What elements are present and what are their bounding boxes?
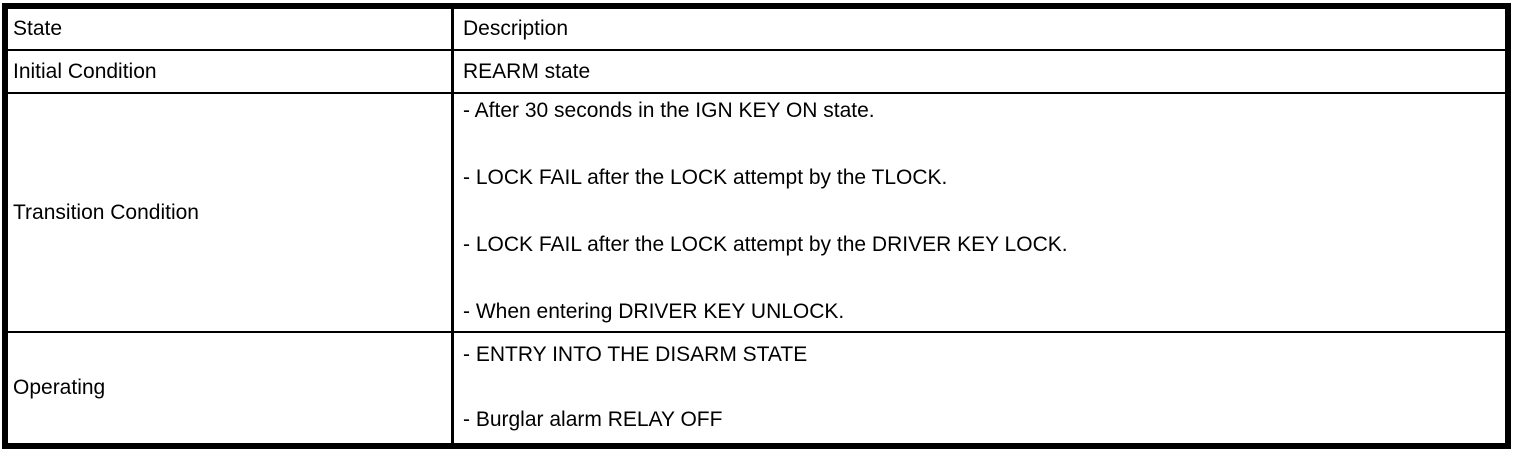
description-cell-initial-condition: REARM state: [463, 59, 591, 83]
table-row-operating: Operating - ENTRY INTO THE DISARM STATE …: [8, 333, 1505, 443]
description-cell-operating: - ENTRY INTO THE DISARM STATE - Burglar …: [454, 333, 1505, 443]
description-line: - ENTRY INTO THE DISARM STATE: [463, 343, 808, 366]
state-cell-transition-condition: Transition Condition: [8, 94, 454, 331]
description-line: - LOCK FAIL after the LOCK attempt by th…: [463, 166, 948, 189]
table-header-row: State Description: [8, 9, 1505, 51]
state-cell-initial-condition: Initial Condition: [8, 51, 454, 92]
column-header-description: Description: [463, 17, 569, 40]
description-line: - After 30 seconds in the IGN KEY ON sta…: [463, 99, 875, 122]
description-cell-transition-condition: - After 30 seconds in the IGN KEY ON sta…: [454, 94, 1505, 331]
column-header-state: State: [8, 9, 454, 49]
description-line: - LOCK FAIL after the LOCK attempt by th…: [463, 233, 1068, 256]
description-line: - Burglar alarm RELAY OFF: [463, 408, 723, 431]
table-row-initial-condition: Initial Condition REARM state: [8, 51, 1505, 94]
table-row-transition-condition: Transition Condition - After 30 seconds …: [8, 94, 1505, 333]
state-description-table: State Description Initial Condition REAR…: [2, 3, 1511, 449]
state-cell-operating: Operating: [8, 333, 454, 443]
description-line: - When entering DRIVER KEY UNLOCK.: [463, 300, 845, 323]
